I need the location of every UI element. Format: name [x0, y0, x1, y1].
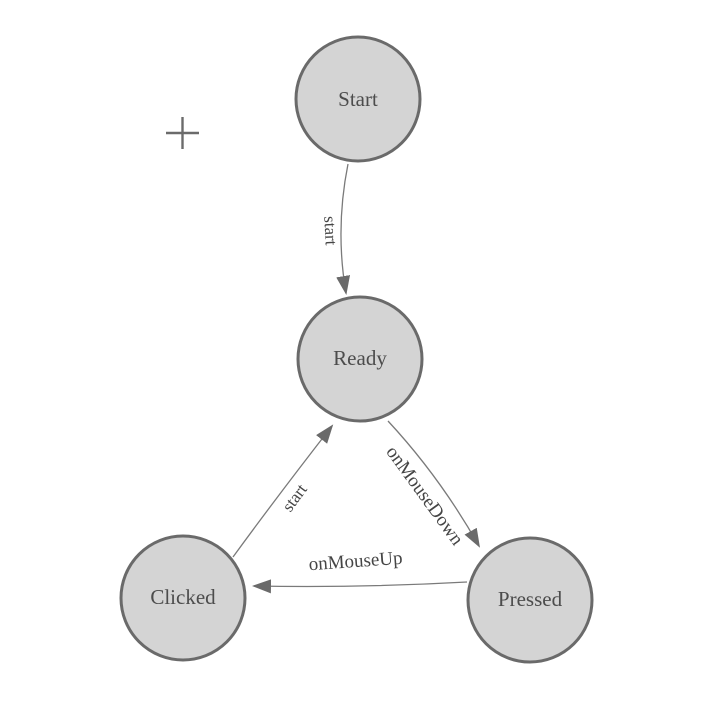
- edge-path-start-to-ready[interactable]: [336, 163, 351, 295]
- node-label-start: Start: [338, 87, 378, 111]
- node-clicked[interactable]: Clicked: [119, 534, 247, 662]
- edge-path-clicked-to-ready[interactable]: [232, 424, 334, 558]
- node-circle-start[interactable]: [294, 35, 422, 163]
- node-label-ready: Ready: [333, 346, 387, 370]
- edge-label-pressed-to-clicked: onMouseUp: [308, 548, 403, 576]
- node-circle-clicked[interactable]: [119, 534, 247, 662]
- node-circle-pressed[interactable]: [466, 536, 594, 664]
- edge-ready-to-pressed[interactable]: onMouseDown: [382, 420, 480, 550]
- node-label-clicked: Clicked: [150, 585, 216, 609]
- edge-clicked-to-ready[interactable]: start: [232, 424, 334, 558]
- edge-path-pressed-to-clicked[interactable]: [252, 579, 468, 594]
- edge-start-to-ready[interactable]: start: [320, 163, 351, 295]
- node-ready[interactable]: Ready: [296, 295, 424, 423]
- edge-label-start-to-ready: start: [320, 216, 341, 246]
- crosshair-icon: [166, 117, 199, 149]
- node-circle-ready[interactable]: [296, 295, 424, 423]
- node-start[interactable]: Start: [294, 35, 422, 163]
- edge-label-clicked-to-ready: start: [278, 480, 311, 515]
- edge-pressed-to-clicked[interactable]: onMouseUp: [252, 548, 468, 594]
- edge-path-ready-to-pressed[interactable]: [387, 420, 480, 548]
- node-label-pressed: Pressed: [498, 587, 563, 611]
- edge-label-ready-to-pressed: onMouseDown: [382, 442, 468, 550]
- node-pressed[interactable]: Pressed: [466, 536, 594, 664]
